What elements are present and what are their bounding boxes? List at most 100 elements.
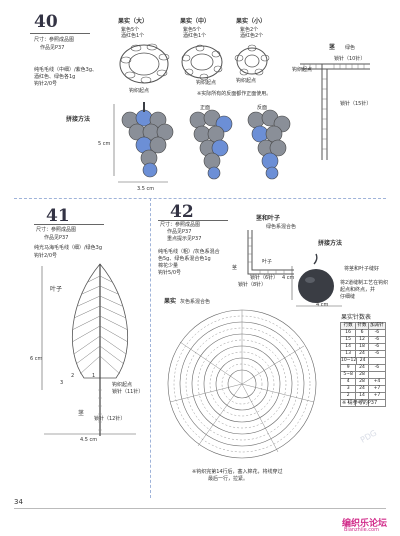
watermark: PDG [358, 428, 379, 445]
stitch-table-cell: 14 [341, 344, 357, 350]
stem-chain-10: 锁针（10针） [334, 56, 366, 62]
pattern42-method-ref: 重点提示见P37 [167, 236, 202, 242]
pattern40-number: 40 [34, 12, 58, 32]
stitch-table-cell: 6 [356, 330, 369, 336]
pattern41-marker-3: 3 [60, 380, 64, 386]
stitch-table-cell: 28 [356, 372, 369, 378]
pattern41-stem-label: 茎 [78, 410, 85, 417]
stitch-table-cell: 7 [356, 400, 369, 406]
fruit-large-title: 果实（大） [118, 18, 149, 25]
pattern42-material-2: 色5g、绿色系混合色1g [158, 256, 211, 262]
pattern41-material-1: 纯光马海毛毛线（细）/绿色3g [34, 245, 103, 251]
stitch-table-cell: 24 [356, 351, 369, 357]
pattern41-size: 尺寸：参照成品图 [36, 227, 77, 233]
stitch-table-title: 果实针数表 [341, 314, 372, 321]
fruit-small-line1: 紫色2个 [240, 27, 259, 33]
stitch-table-cell: 18 [356, 344, 369, 350]
pattern42-material-3: 棉花少量 [158, 263, 179, 269]
stitch-table-cell: 1 [341, 400, 357, 406]
pattern40-dim-lines [113, 104, 168, 183]
stitch-table-cell: 24 [356, 365, 369, 371]
pattern42-chain-a: 锁针（6针） [250, 275, 279, 281]
stitch-table-cell: -6 [374, 330, 380, 335]
pattern41-photo-ref: 作品见P37 [44, 235, 69, 241]
pattern41-number: 41 [46, 206, 70, 226]
stitch-table-cell: +4 [373, 379, 381, 384]
stitch-table-cell: -6 [374, 344, 380, 349]
stitch-table-cell [369, 372, 385, 378]
fruit-small-start: 钩织起点 [236, 78, 257, 84]
pattern40-rule [30, 33, 90, 34]
pattern40-size: 尺寸：参照成品图 [34, 37, 75, 43]
pattern42-number: 42 [170, 202, 194, 222]
stitch-table-cell: 9 [341, 365, 357, 371]
assembly-note-3: 起点和终点，并 [340, 287, 376, 293]
footer-rule [14, 508, 386, 509]
pattern41-leaf-diagram [71, 263, 129, 436]
stem-leaf-color: 绿色系混合色 [266, 224, 297, 230]
pattern42-leaf-label: 叶子 [262, 259, 273, 265]
stitch-table-header-rows: 行数 [341, 323, 357, 329]
pattern41-chain: 锁针（11针） [112, 389, 144, 395]
stitch-table-cell: 24 [357, 358, 370, 364]
fruit-medium-line1: 紫色5个 [183, 27, 202, 33]
pattern40-material-1: 纯毛毛线（中细）/紫色3g、 [34, 67, 98, 73]
stitch-table-cell: 15 [341, 337, 357, 343]
stitch-table-cell: -6 [374, 337, 380, 342]
fruit-medium-line2: 酒红色1个 [183, 33, 207, 39]
grape-back [247, 109, 291, 180]
pattern42-fruit-color: 灰色系混合色 [180, 299, 211, 305]
pattern41-leaf-label: 叶子 [50, 286, 63, 293]
brand-name: 编织乐论坛 [342, 519, 388, 529]
stitch-table-cell: 13 [341, 351, 357, 357]
stitch-table-cell: 10~12 [341, 358, 357, 364]
pattern42-chain-b: 锁针（8针） [238, 282, 267, 288]
stitch-table-cell: -6 [374, 351, 380, 356]
pattern40-dim-width: 3.5 cm [137, 186, 155, 192]
pattern40-photo-ref: 作品见P37 [40, 45, 65, 51]
stitch-table-header-count: 针数 [356, 323, 369, 329]
section-divider-h [14, 198, 386, 199]
stitch-table-cell: 2 [341, 393, 357, 399]
pattern41-marker-2: 2 [71, 373, 75, 379]
pattern41-chain2: 锁针（12针） [94, 416, 126, 422]
brand-url: Bianzhile.com [344, 527, 379, 533]
fruit-small-diagram [234, 44, 270, 76]
grape-front [189, 109, 233, 180]
fruit-large-line1: 紫色5个 [121, 27, 140, 33]
pattern41-dim-lines [41, 266, 136, 435]
pattern40-material-2: 酒红色、绿色各1g [34, 74, 76, 80]
pattern42-material-4: 钩针5/0号 [158, 270, 182, 276]
pattern42-material-1: 纯毛毛线（粗）/灰色系混合 [158, 249, 220, 255]
stitch-table-cell: 16 [341, 330, 357, 336]
stitch-table-cell: 28 [356, 379, 369, 385]
pattern42-photo-ref: 作品见P37 [167, 229, 192, 235]
pattern42-dim-w: 4 cm [316, 302, 329, 308]
assembly-note-1: 将茎和叶子缝好 [344, 266, 380, 272]
pattern40-material-3: 钩针2/0号 [34, 81, 58, 87]
stitch-table-cell: +7 [373, 386, 381, 391]
stitch-table-header-change: 加减针 [370, 323, 384, 328]
fruit-small-title: 果实（小） [236, 18, 267, 25]
pattern41-dim-width: 4.5 cm [80, 437, 98, 443]
stitch-table-cell: 5~8 [341, 372, 357, 378]
section-divider-v [150, 198, 151, 498]
stitch-table-cell: 12 [356, 337, 369, 343]
pattern41-rule [34, 224, 104, 225]
pattern42-assembly-title: 拼接方法 [318, 240, 343, 247]
fruit-medium-start: 钩织起点 [196, 80, 217, 86]
stitch-table-cell: 4 [341, 379, 357, 385]
page-number: 34 [14, 498, 23, 506]
stem-leaf-diagram [247, 230, 294, 275]
stitch-table-cell: 14 [356, 393, 369, 399]
stitch-table-cell: +7 [373, 393, 381, 398]
stitch-table-note: ※ 请参考的P37 [342, 400, 378, 406]
bottom-note-1: ※钩织完第14行后，塞入棉花，将线穿过 [192, 469, 283, 475]
pattern40-assembly-title: 拼接方法 [66, 116, 91, 123]
